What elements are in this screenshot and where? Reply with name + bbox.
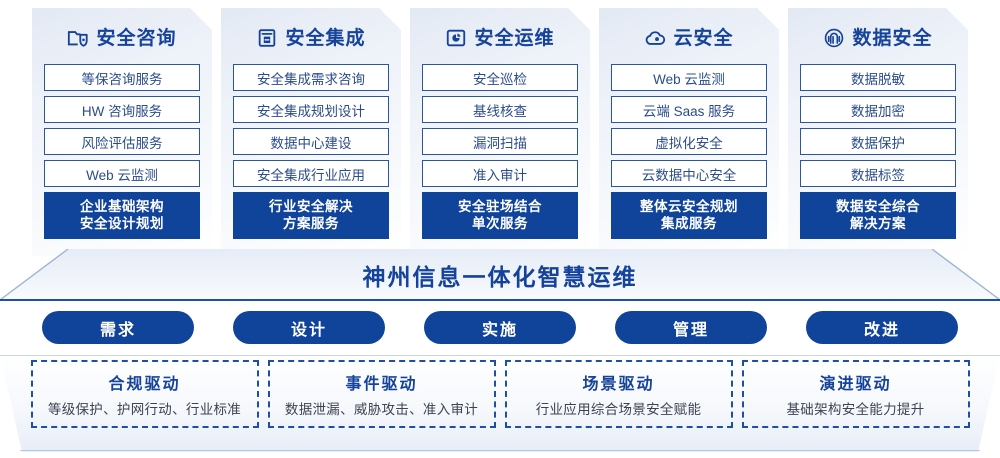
capability-column-cloud-security[interactable]: 云安全 Web 云监测 云端 Saas 服务 虚拟化安全 云数据中心安全 整体云…: [599, 8, 779, 256]
banner-right-edge: [930, 249, 1000, 301]
column-summary[interactable]: 整体云安全规划 集成服务: [611, 192, 767, 239]
service-item[interactable]: 基线核查: [422, 96, 578, 123]
integration-document-icon: [256, 27, 278, 49]
driver-card-compliance[interactable]: 合规驱动 等级保护、护网行动、行业标准: [30, 360, 259, 428]
summary-line: 整体云安全规划: [640, 199, 738, 214]
service-item[interactable]: Web 云监测: [44, 160, 200, 187]
capability-column-security-operations[interactable]: 安全运维 安全巡检 基线核查 漏洞扫描 准入审计 安全驻场结合 单次服务: [410, 8, 590, 256]
column-title: 云安全: [673, 27, 734, 49]
column-summary[interactable]: 安全驻场结合 单次服务: [422, 192, 578, 239]
column-header: 安全咨询: [44, 22, 200, 54]
drivers-bottom-rule: [20, 450, 980, 451]
summary-line: 解决方案: [850, 216, 906, 231]
driver-subtitle: 基础架构安全能力提升: [786, 402, 925, 417]
column-title: 数据安全: [852, 27, 933, 49]
stage-pill-improvement[interactable]: 改进: [806, 311, 958, 344]
summary-line: 单次服务: [472, 216, 528, 231]
driver-title: 场景驱动: [582, 376, 655, 393]
column-header: 安全运维: [422, 22, 578, 54]
summary-line: 数据安全综合: [836, 199, 920, 214]
service-item[interactable]: 数据脱敏: [800, 64, 956, 91]
service-item[interactable]: 准入审计: [422, 160, 578, 187]
stage-pill-implementation[interactable]: 实施: [424, 311, 576, 344]
capability-column-data-security[interactable]: 数据安全 数据脱敏 数据加密 数据保护 数据标签 数据安全综合 解决方案: [788, 8, 968, 256]
column-header: 安全集成: [233, 22, 389, 54]
service-item[interactable]: 数据中心建设: [233, 128, 389, 155]
summary-line: 行业安全解决: [269, 199, 353, 214]
service-item[interactable]: Web 云监测: [611, 64, 767, 91]
service-item[interactable]: 安全集成需求咨询: [233, 64, 389, 91]
service-item[interactable]: 数据标签: [800, 160, 956, 187]
platform-banner-title: 神州信息一体化智慧运维: [362, 264, 638, 290]
summary-line: 企业基础架构: [80, 199, 164, 214]
driver-subtitle: 等级保护、护网行动、行业标准: [47, 402, 242, 417]
driver-title: 合规驱动: [108, 376, 181, 393]
stage-pill-requirement[interactable]: 需求: [42, 311, 194, 344]
service-item[interactable]: 虚拟化安全: [611, 128, 767, 155]
column-summary[interactable]: 企业基础架构 安全设计规划: [44, 192, 200, 239]
service-item[interactable]: 云数据中心安全: [611, 160, 767, 187]
driver-subtitle: 行业应用综合场景安全赋能: [535, 402, 702, 417]
service-item[interactable]: 安全巡检: [422, 64, 578, 91]
driver-subtitle: 数据泄漏、威胁攻击、准入审计: [284, 402, 479, 417]
capability-column-security-integration[interactable]: 安全集成 安全集成需求咨询 安全集成规划设计 数据中心建设 安全集成行业应用 行…: [221, 8, 401, 256]
service-item[interactable]: 云端 Saas 服务: [611, 96, 767, 123]
service-item[interactable]: 数据加密: [800, 96, 956, 123]
driver-title: 演进驱动: [819, 376, 892, 393]
platform-banner: 神州信息一体化智慧运维: [0, 249, 1000, 301]
drivers-container: [0, 355, 1000, 452]
service-item[interactable]: 数据保护: [800, 128, 956, 155]
column-header: 云安全: [611, 22, 767, 54]
service-item[interactable]: 漏洞扫描: [422, 128, 578, 155]
banner-left-edge: [0, 249, 70, 301]
summary-line: 安全驻场结合: [458, 199, 542, 214]
folder-shield-icon: [67, 27, 89, 49]
column-summary[interactable]: 行业安全解决 方案服务: [233, 192, 389, 239]
stage-pill-management[interactable]: 管理: [615, 311, 767, 344]
driver-card-evolution[interactable]: 演进驱动 基础架构安全能力提升: [741, 360, 970, 428]
service-item[interactable]: 安全集成行业应用: [233, 160, 389, 187]
column-header: 数据安全: [800, 22, 956, 54]
capability-columns: 安全咨询 等保咨询服务 HW 咨询服务 风险评估服务 Web 云监测 企业基础架…: [0, 8, 1000, 256]
column-summary[interactable]: 数据安全综合 解决方案: [800, 192, 956, 239]
service-item[interactable]: 等保咨询服务: [44, 64, 200, 91]
column-title: 安全咨询: [96, 27, 177, 49]
service-item[interactable]: 安全集成规划设计: [233, 96, 389, 123]
drivers-row: 合规驱动 等级保护、护网行动、行业标准 事件驱动 数据泄漏、威胁攻击、准入审计 …: [0, 360, 1000, 428]
driver-title: 事件驱动: [345, 376, 418, 393]
lifecycle-stages: 需求 设计 实施 管理 改进: [0, 311, 1000, 344]
driver-card-scenario[interactable]: 场景驱动 行业应用综合场景安全赋能: [504, 360, 733, 428]
operations-monitor-icon: [445, 27, 467, 49]
fingerprint-icon: [823, 27, 845, 49]
stage-pill-design[interactable]: 设计: [233, 311, 385, 344]
summary-line: 安全设计规划: [80, 216, 164, 231]
service-item[interactable]: 风险评估服务: [44, 128, 200, 155]
capability-column-security-consulting[interactable]: 安全咨询 等保咨询服务 HW 咨询服务 风险评估服务 Web 云监测 企业基础架…: [32, 8, 212, 256]
service-item[interactable]: HW 咨询服务: [44, 96, 200, 123]
column-title: 安全集成: [285, 27, 366, 49]
summary-line: 集成服务: [661, 216, 717, 231]
column-title: 安全运维: [474, 27, 555, 49]
cloud-icon: [644, 27, 666, 49]
banner-bottom-rule: [0, 299, 1000, 301]
driver-card-incident[interactable]: 事件驱动 数据泄漏、威胁攻击、准入审计: [267, 360, 496, 428]
summary-line: 方案服务: [283, 216, 339, 231]
